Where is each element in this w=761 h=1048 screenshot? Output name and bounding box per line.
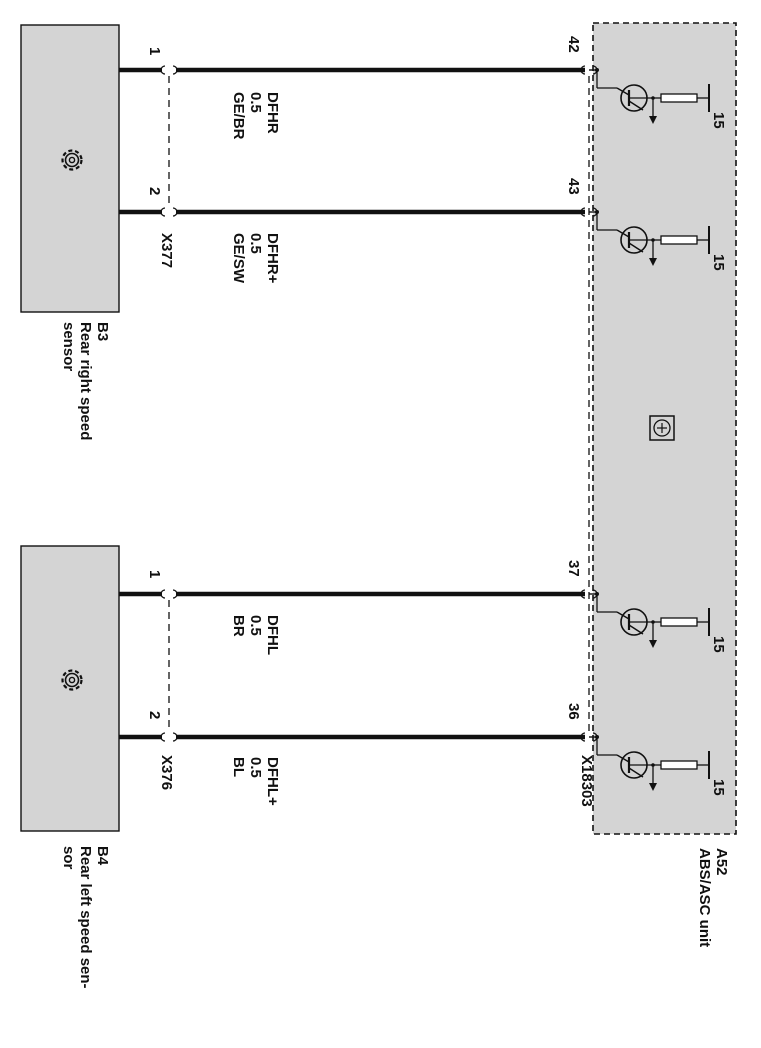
svg-text:DFHL: DFHL [264, 615, 281, 655]
svg-text:0.5: 0.5 [247, 615, 264, 636]
unit-pin-number: 42 [565, 36, 582, 53]
supply-label: 15 [710, 636, 727, 653]
sensor-b3-label: B3 Rear right speed sensor [60, 322, 111, 440]
wire-dfhr [119, 65, 597, 75]
connector-x376-label: X376 [158, 755, 175, 790]
sensor-pin-number: 2 [146, 187, 163, 195]
unit-pin-number: 43 [565, 178, 582, 195]
connector-x377-label: X377 [158, 233, 175, 268]
svg-text:ABS/ASC unit: ABS/ASC unit [696, 848, 713, 947]
svg-text:BR: BR [230, 615, 247, 637]
svg-text:A52: A52 [713, 848, 730, 876]
svg-text:0.5: 0.5 [247, 757, 264, 778]
wire-label-dfhl-plus: DFHL+ 0.5 BL [230, 757, 281, 806]
wire-label-dfhr-plus: DFHR+ 0.5 GE/SW [230, 233, 281, 284]
supply-label: 15 [710, 112, 727, 129]
wire-dfhl-plus [119, 732, 597, 742]
unit-a52-label: A52 ABS/ASC unit [696, 848, 730, 947]
svg-text:GE/SW: GE/SW [230, 233, 247, 284]
svg-text:Rear right speed: Rear right speed [77, 322, 94, 440]
svg-text:GE/BR: GE/BR [230, 92, 247, 140]
svg-text:sor: sor [60, 846, 77, 870]
supply-label: 15 [710, 779, 727, 796]
unit-pin-number: 37 [565, 560, 582, 577]
svg-text:0.5: 0.5 [247, 233, 264, 254]
svg-text:DFHR+: DFHR+ [264, 233, 281, 284]
svg-text:B4: B4 [94, 846, 111, 866]
unit-pin-number: 36 [565, 703, 582, 720]
connector-x18303-label: X18303 [578, 755, 595, 807]
sensor-pin-number: 1 [146, 570, 163, 578]
control-unit-icon [649, 415, 675, 441]
sensor-pin-number: 1 [146, 47, 163, 55]
svg-text:BL: BL [230, 757, 247, 777]
wire-dfhl [119, 589, 597, 599]
supply-label: 15 [710, 254, 727, 271]
svg-text:Rear left speed sen-: Rear left speed sen- [77, 846, 94, 989]
sensor-pin-number: 2 [146, 711, 163, 719]
svg-text:DFHL+: DFHL+ [264, 757, 281, 806]
wire-label-dfhl: DFHL 0.5 BR [230, 615, 281, 655]
svg-text:sensor: sensor [60, 322, 77, 371]
svg-text:0.5: 0.5 [247, 92, 264, 113]
svg-text:DFHR: DFHR [264, 92, 281, 134]
svg-text:B3: B3 [94, 322, 111, 341]
wire-label-dfhr: DFHR 0.5 GE/BR [230, 92, 281, 140]
sensor-b4-label: B4 Rear left speed sen- sor [60, 846, 111, 989]
wire-dfhr-plus [119, 207, 597, 217]
